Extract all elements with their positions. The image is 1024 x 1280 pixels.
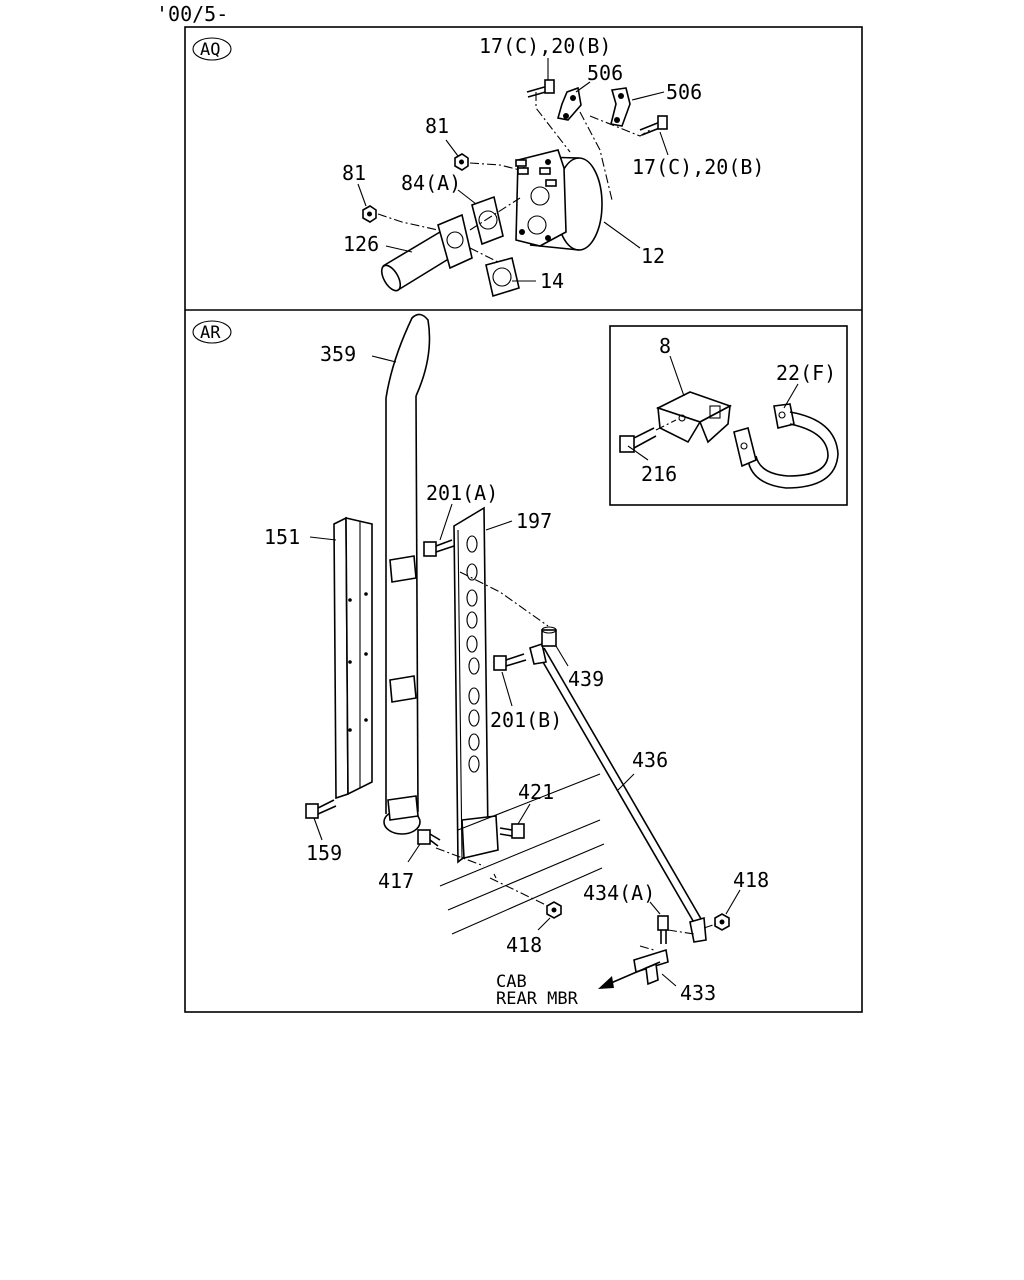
heat-shield-part-151: [333, 516, 373, 800]
callout-359: 359: [320, 342, 356, 366]
callout-421: 421: [518, 780, 554, 804]
diagram-frame: [184, 26, 863, 1013]
callout-8: 8: [659, 334, 671, 358]
callout-436: 436: [632, 748, 668, 772]
callout-197: 197: [516, 509, 552, 533]
callout-12: 12: [641, 244, 665, 268]
panel-aq-tag-oval: [192, 37, 232, 61]
callout-417: 417: [378, 869, 414, 893]
aq-assembly-lines: [377, 92, 651, 263]
callout-418-a: 418: [506, 933, 542, 957]
callout-216: 216: [641, 462, 677, 486]
bolt-part-421: [499, 823, 525, 839]
bracket-part-506-b: [610, 87, 631, 127]
clamp-part-22f: [733, 403, 839, 489]
callout-17c-20b-top: 17(C),20(B): [479, 34, 611, 58]
callout-159: 159: [306, 841, 342, 865]
bolt-part-159: [305, 799, 337, 819]
bolt-part-17c-right: [639, 115, 668, 136]
pipe-part-126: [380, 213, 473, 292]
bolt-part-201a: [423, 539, 455, 557]
callout-433: 433: [680, 981, 716, 1005]
direction-arrow: [598, 961, 661, 989]
gasket-part-14: [485, 257, 520, 298]
bolt-part-434a: [657, 915, 669, 944]
ar-leader-lines: [309, 355, 799, 987]
callout-434a: 434(A): [583, 881, 655, 905]
callout-151: 151: [264, 525, 300, 549]
gasket-part-84a: [471, 195, 504, 246]
nut-part-418-b: [714, 913, 730, 931]
bracket-part-8: [655, 391, 732, 444]
panel-ar-tag: AR: [200, 323, 221, 343]
ar-assembly-lines: [435, 571, 717, 951]
callout-17c-20b-right: 17(C),20(B): [632, 155, 764, 179]
panel-ar-tag-oval: [192, 320, 232, 344]
panel-ar: AR: [192, 313, 848, 1009]
detail-inset-box: [609, 325, 848, 506]
callout-201a: 201(A): [426, 481, 498, 505]
callout-506-a: 506: [587, 61, 623, 85]
callout-22f: 22(F): [776, 361, 836, 385]
studs-on-flange: [515, 159, 557, 187]
bolt-part-417: [417, 829, 441, 847]
nut-part-81-b: [362, 205, 377, 223]
bolt-part-216: [619, 419, 677, 453]
spacer-part-439: [541, 626, 557, 647]
callout-439: 439: [568, 667, 604, 691]
bolt-part-201b: [493, 653, 527, 671]
bracket-part-433: [633, 948, 669, 986]
bolt-part-17c-top: [526, 79, 555, 98]
bracket-part-506-a: [556, 86, 582, 121]
panel-aq-tag: AQ: [200, 40, 220, 60]
callout-201b: 201(B): [490, 708, 562, 732]
nut-part-81-a: [454, 153, 469, 171]
header-code: '00/5-: [156, 2, 228, 26]
callout-81-b: 81: [342, 161, 366, 185]
aq-leader-lines: [357, 58, 669, 282]
bracket-part-197: [453, 506, 499, 864]
callout-126: 126: [343, 232, 379, 256]
callout-14: 14: [540, 269, 564, 293]
cab-rear-member-lines: [439, 773, 605, 935]
direction-note-line1: CAB: [496, 972, 527, 992]
exhaust-stack-part-359: [383, 313, 431, 835]
panel-aq: AQ: [192, 34, 764, 298]
muffler-part-12: [515, 149, 603, 251]
callout-506-b: 506: [666, 80, 702, 104]
callout-84a: 84(A): [401, 171, 461, 195]
callout-418-b: 418: [733, 868, 769, 892]
callout-81-a: 81: [425, 114, 449, 138]
stay-rod-part-436: [529, 642, 707, 943]
direction-note-line2: REAR MBR: [496, 989, 579, 1009]
nut-part-418-a: [546, 901, 562, 919]
